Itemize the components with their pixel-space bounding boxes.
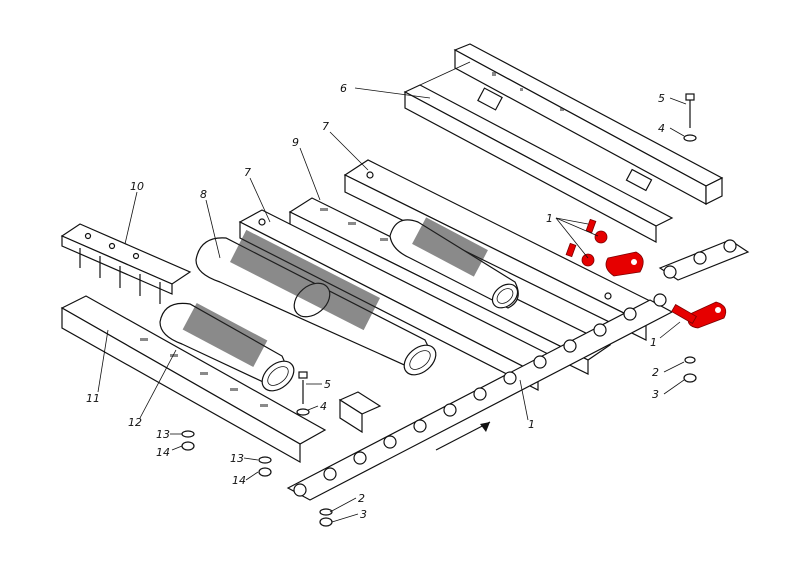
rail-10 xyxy=(60,223,192,304)
callout-1-top: 1 xyxy=(546,212,553,225)
callout-3-right: 3 xyxy=(652,388,659,401)
roller-12 xyxy=(159,302,295,392)
callout-1-right: 1 xyxy=(650,336,657,349)
callout-14-mid: 14 xyxy=(232,474,246,487)
callout-4-right: 4 xyxy=(658,122,665,135)
callout-5-right: 5 xyxy=(658,92,665,105)
chain xyxy=(286,239,750,501)
rail-6 xyxy=(403,43,724,244)
highlighted-links-top xyxy=(565,218,644,277)
bolt-right xyxy=(683,93,697,383)
callout-14-left: 14 xyxy=(156,446,170,459)
bolt-left xyxy=(296,371,310,416)
callout-2-bottom: 2 xyxy=(358,492,365,505)
callout-9: 9 xyxy=(292,136,299,149)
callout-13-left: 13 xyxy=(156,428,170,441)
callout-2-right: 2 xyxy=(652,366,659,379)
roller-right xyxy=(389,217,519,309)
callout-8: 8 xyxy=(200,188,207,201)
rail-11 xyxy=(60,295,327,464)
callout-13-mid: 13 xyxy=(230,452,244,465)
callout-5-left: 5 xyxy=(324,378,331,391)
direction-arrow xyxy=(435,421,491,451)
callout-7-right: 7 xyxy=(322,120,329,133)
callout-labels: 6 7 9 7 8 10 11 12 1 1 1 5 4 2 3 5 4 2 3… xyxy=(86,82,665,521)
callout-12: 12 xyxy=(128,416,142,429)
callout-10: 10 xyxy=(130,180,144,193)
rail-7-right xyxy=(343,159,670,341)
highlighted-link-right xyxy=(671,301,727,329)
callout-3-bottom: 3 xyxy=(360,508,367,521)
block-bottom xyxy=(338,391,382,434)
callout-1-bottom: 1 xyxy=(528,418,535,431)
leader-lines xyxy=(97,87,687,523)
callout-7-left: 7 xyxy=(244,166,251,179)
callout-11: 11 xyxy=(86,392,100,405)
callout-4-left: 4 xyxy=(320,400,327,413)
nuts-bottom xyxy=(181,430,333,527)
roller-8 xyxy=(195,229,437,376)
callout-6: 6 xyxy=(340,82,347,95)
